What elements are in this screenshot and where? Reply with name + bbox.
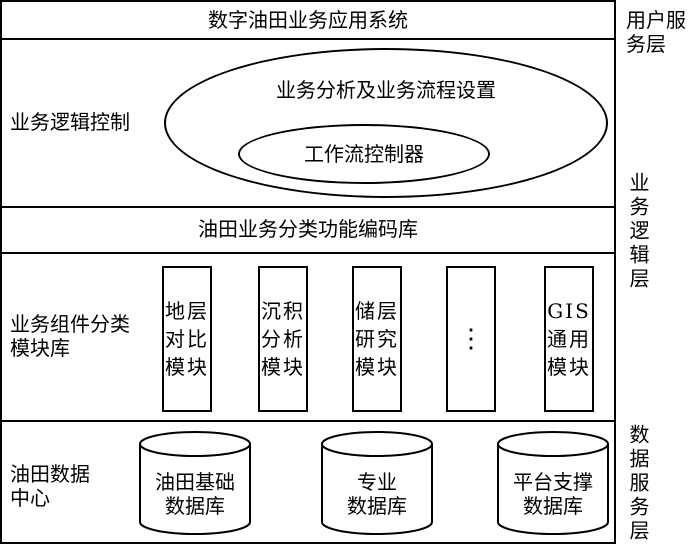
module-line: 分析 [261, 327, 305, 351]
module-line: 模块 [165, 355, 209, 379]
module-line: 研究 [355, 327, 399, 351]
coding-library-label: 油田业务分类功能编码库 [198, 217, 418, 241]
database-cylinder-professional [321, 431, 433, 535]
module-line: GIS [547, 299, 591, 323]
database-cylinder-platform [497, 431, 609, 535]
module-reservoir-research: 储层 研究 模块 [352, 266, 402, 412]
data-service-layer-label: 数据服务层 [626, 424, 650, 544]
separator-logic-coding [0, 206, 616, 208]
module-line: 模块 [547, 355, 591, 379]
business-analysis-ellipse [164, 48, 608, 198]
module-line: 对比 [165, 327, 209, 351]
workflow-controller-label: 工作流控制器 [304, 142, 424, 166]
module-line: 通用 [547, 327, 591, 351]
vertical-ellipsis-icon: ⋮ [458, 324, 484, 354]
separator-coding-component [0, 252, 616, 254]
data-center-label-2: 中心 [10, 486, 50, 510]
separator-user-logic [0, 38, 616, 40]
user-service-layer-label-2: 务层 [626, 32, 666, 56]
user-service-layer-label-1: 用户服 [626, 8, 686, 32]
application-system-title: 数字油田业务应用系统 [208, 8, 408, 32]
module-line: 沉积 [261, 299, 305, 323]
database-basic-line2: 数据库 [165, 494, 225, 518]
module-line: 储层 [355, 299, 399, 323]
module-line: 模块 [355, 355, 399, 379]
component-library-label-1: 业务组件分类 [10, 312, 130, 336]
database-platform-line1: 平台支撑 [513, 470, 593, 494]
module-sedimentary-analysis: 沉积 分析 模块 [258, 266, 308, 412]
component-library-label-2: 模块库 [10, 336, 70, 360]
business-analysis-label: 业务分析及业务流程设置 [276, 78, 496, 102]
business-logic-layer-label: 业务逻辑层 [626, 172, 650, 292]
database-professional-line1: 专业 [357, 470, 397, 494]
database-professional-line2: 数据库 [347, 494, 407, 518]
workflow-controller-ellipse [238, 124, 490, 184]
module-line: 地层 [165, 299, 209, 323]
module-ellipsis: ⋮ [446, 266, 496, 412]
database-cylinder-basic [139, 431, 251, 535]
module-strata-comparison: 地层 对比 模块 [162, 266, 212, 412]
module-gis-general: GIS 通用 模块 [544, 266, 594, 412]
database-basic-line1: 油田基础 [155, 470, 235, 494]
data-center-label-1: 油田数据 [10, 462, 90, 486]
architecture-frame [0, 0, 616, 544]
separator-component-data [0, 420, 616, 422]
module-line: 模块 [261, 355, 305, 379]
database-platform-line2: 数据库 [523, 494, 583, 518]
logic-control-label: 业务逻辑控制 [10, 110, 130, 134]
